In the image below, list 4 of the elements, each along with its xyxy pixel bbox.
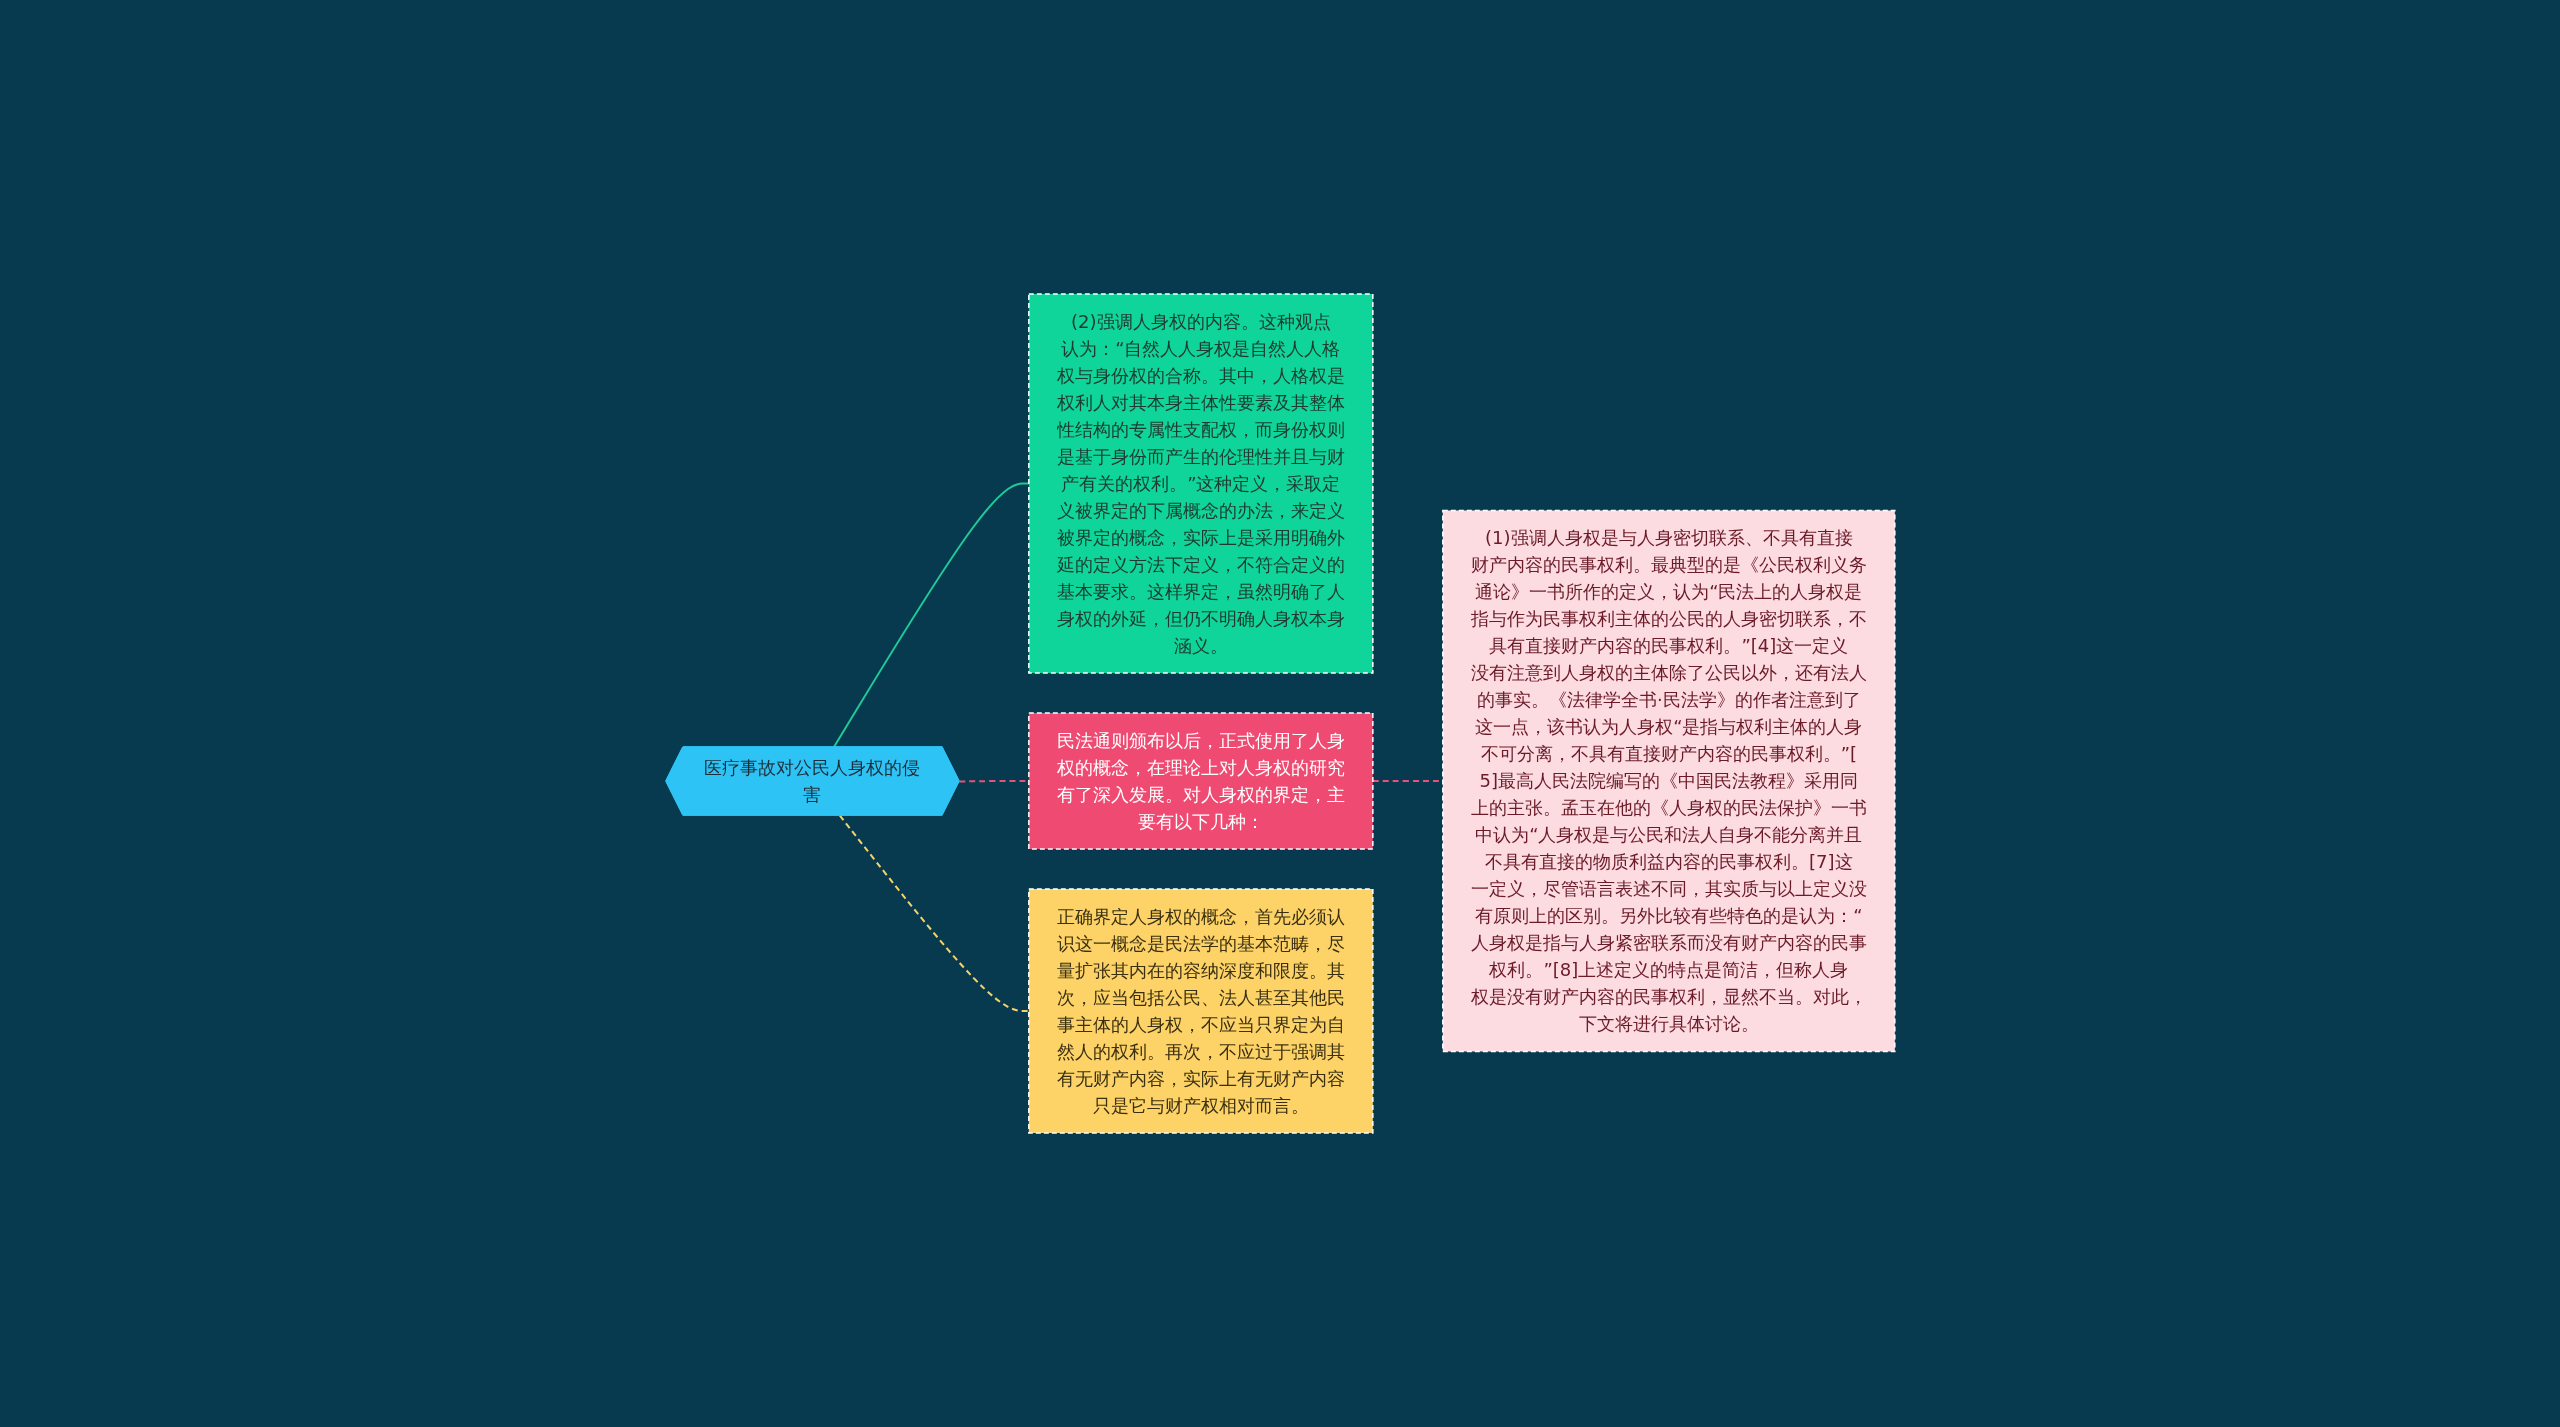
node-box: 正确界定人身权的概念，首先必须认识这一概念是民法学的基本范畴，尽量扩张其内在的容纳深度和限度。其次，应当包括公民、法人甚至其他民事主体的人身权，不应当只界定为自然人的权利。再次，不应过于强调其有无财产内容，实际上有无财产内容只是它与财产权相对而言。 bbox=[1027, 888, 1374, 1134]
node-box: (1)强调人身权是与人身密切联系、不具有直接财产内容的民事权利。最典型的是《公民权利义务通论》一书所作的定义，认为“民法上的人身权是指与作为民事权利主体的公民的人身密切联系，不具有直接财产内容的民事权利。”[4]这一定义没有注意到人身权的主体除了公民以外，还有法人的事实。《法律学全书·民法学》的作者注意到了这一点，该书认为人身权“是指与权利主体的人身不可分离，不具有直接财产内容的民事权利。”[5]最高人民法院编写的《中国民法教程》采用同上的主张。孟玉在他的《人身权的民法保护》一书中认为“人身权是与公民和法人自身不能分离并且不具有直接的物质利益内容的民事权利。[7]这一定义，尽管语言表述不同，其实质与以上定义没有原则上的区别。另外比较有些特色的是认为：“人身权是指与人身紧密联系而没有财产内容的民事权利。”[8]上述定义的特点是简洁，但称人身权是没有财产内容的民事权利，显然不当。对此，下文将进行具体讨论。 bbox=[1441, 509, 1896, 1053]
node-box: 民法通则颁布以后，正式使用了人身权的概念，在理论上对人身权的研究有了深入发展。对人身权的界定，主要有以下几种： bbox=[1027, 712, 1374, 850]
node-box: (2)强调人身权的内容。这种观点认为：“自然人人身权是自然人人格权与身份权的合称。其中，人格权是权利人对其本身主体性要素及其整体性结构的专属性支配权，而身份权则是基于身份而产生的伦理性并且与财产有关的权利。”这种定义，采取定义被界定的下属概念的办法，来定义被界定的概念，实际上是采用明确外延的定义方法下定义，不符合定义的基本要求。这样界定，虽然明确了人身权的外延，但仍不明确人身权本身涵义。 bbox=[1027, 293, 1374, 674]
